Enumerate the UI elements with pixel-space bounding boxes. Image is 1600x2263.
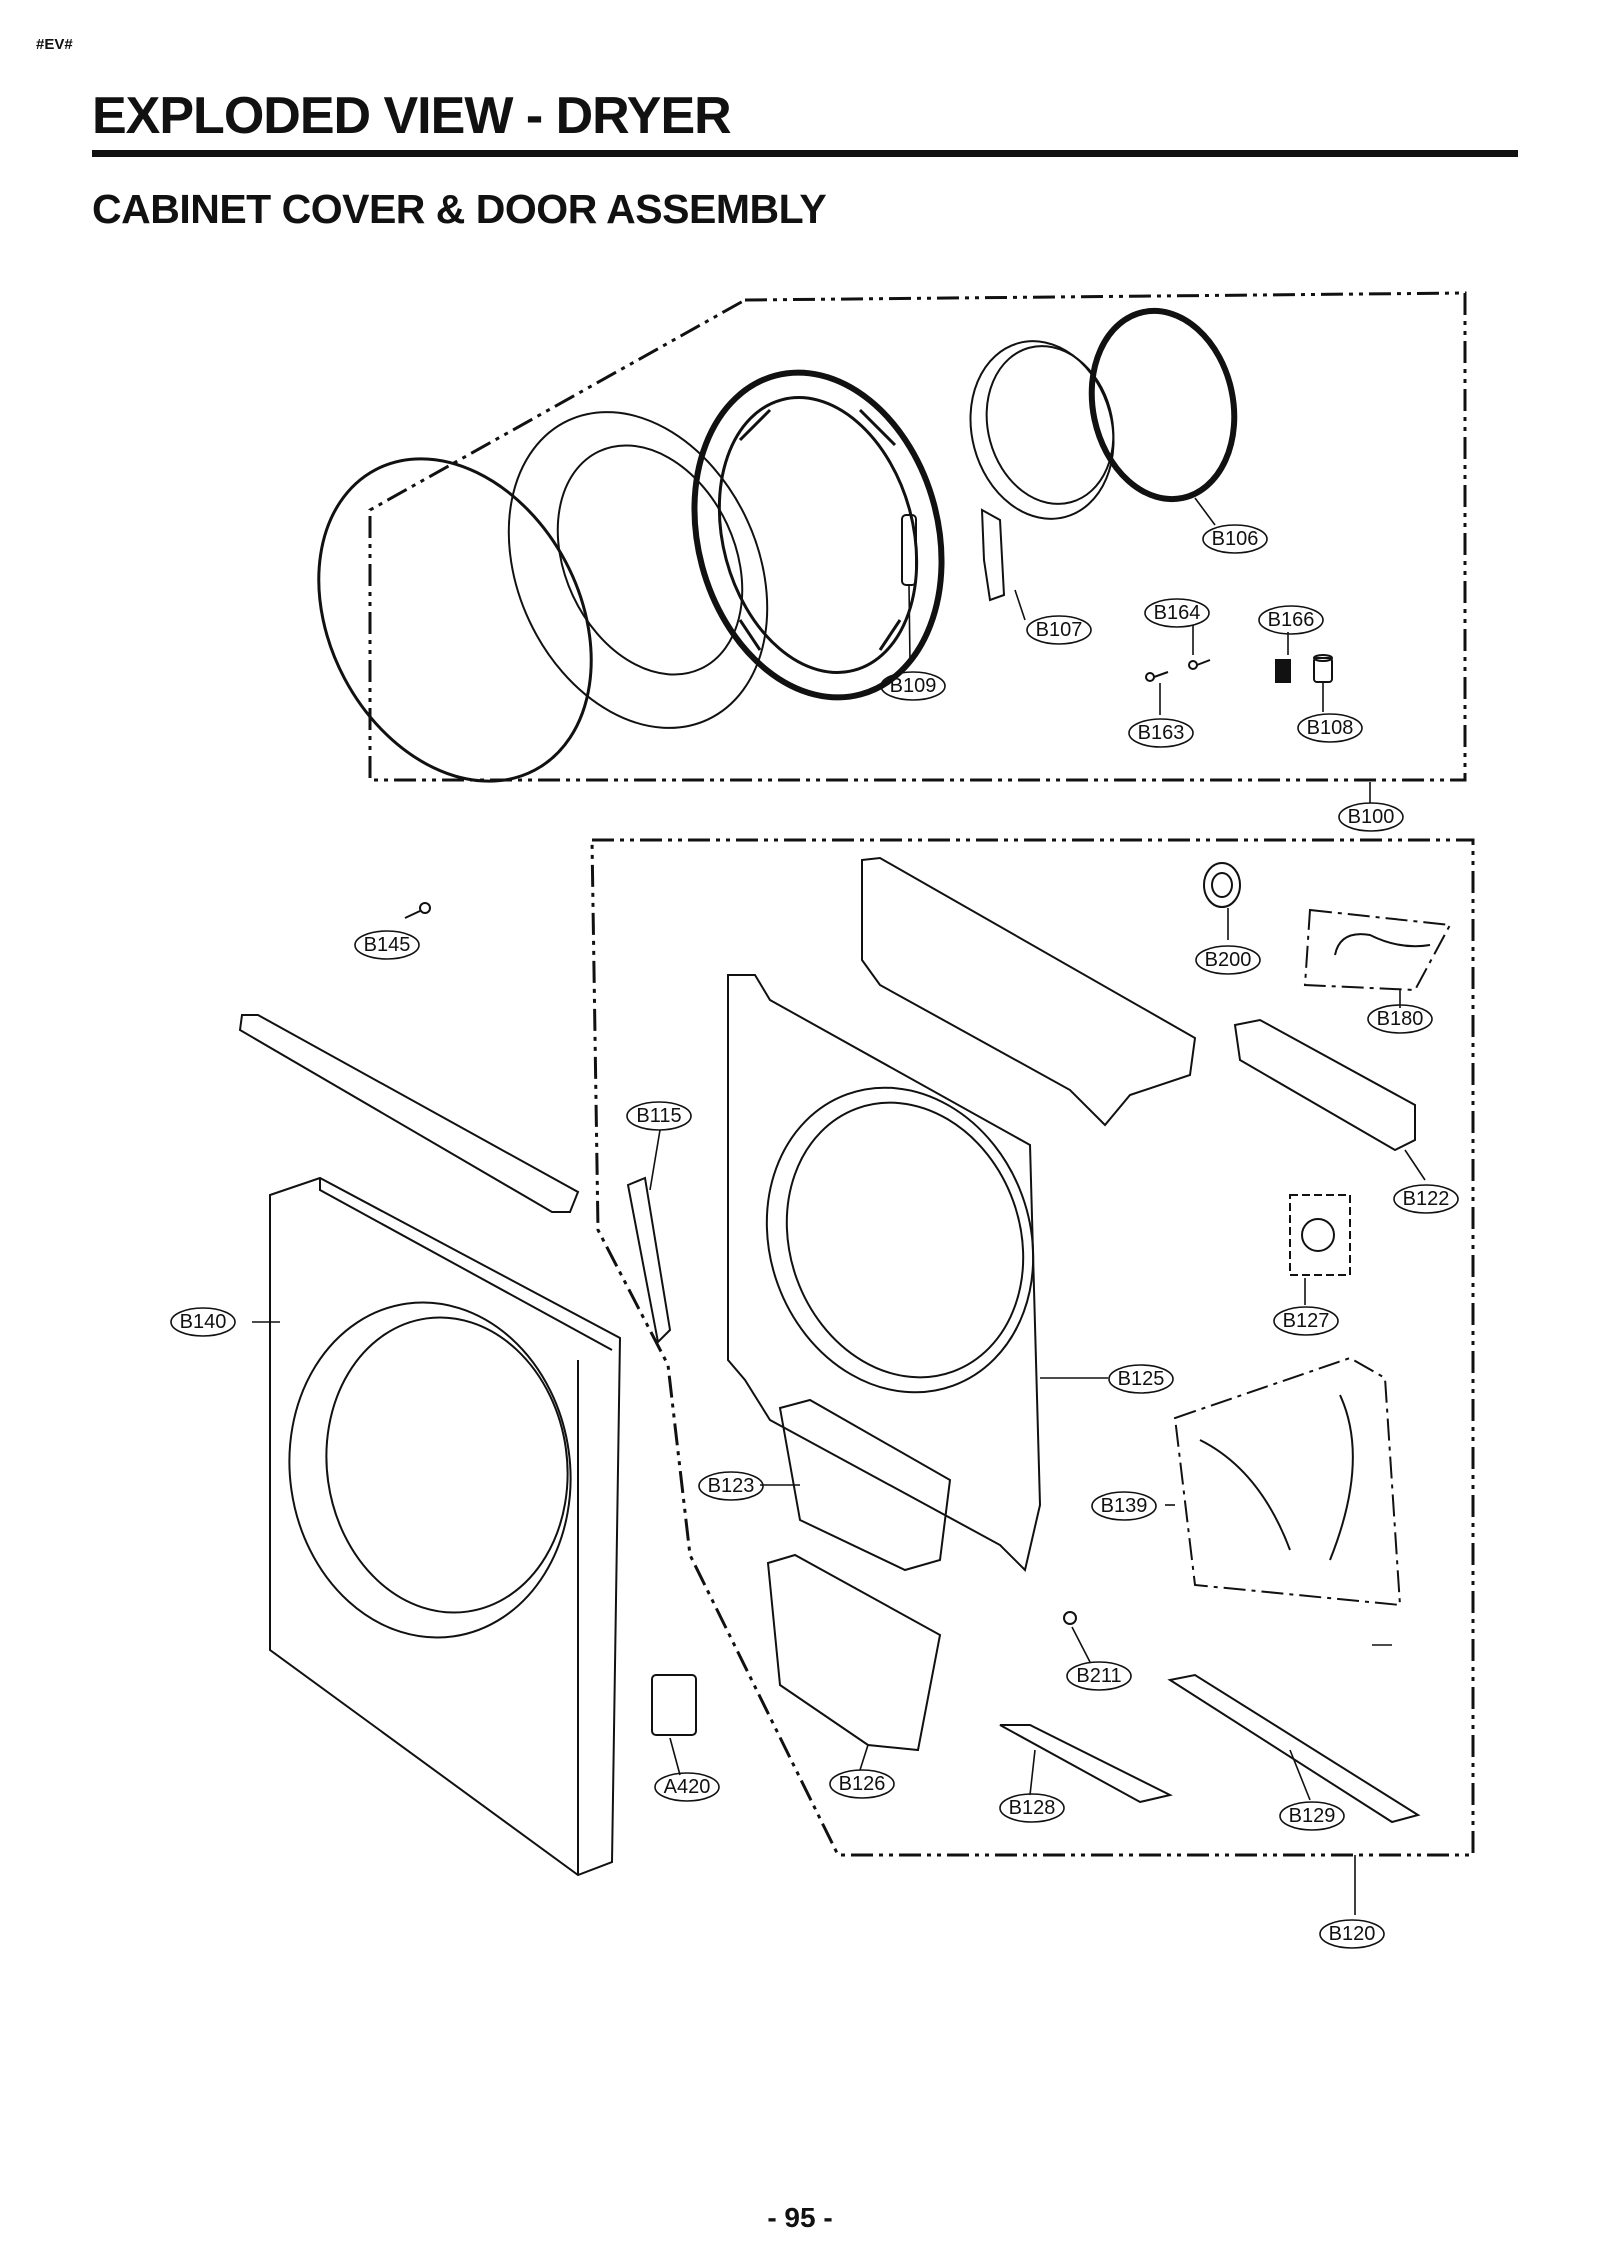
seal-b128 [999, 1724, 1173, 1804]
strip-b129 [1167, 1673, 1421, 1824]
callout-b164: B164 [1154, 602, 1201, 624]
callout-b211: B211 [1076, 1665, 1121, 1687]
screws-b163-b164 [1145, 659, 1211, 682]
door-assembly-boundary [368, 291, 1467, 782]
callout-b108: B108 [1307, 717, 1354, 739]
sensor-b127 [1289, 1194, 1351, 1276]
callout-b180: B180 [1377, 1008, 1424, 1030]
callout-b129: B129 [1289, 1805, 1336, 1827]
callout-b122: B122 [1403, 1188, 1450, 1210]
top-bracket [861, 856, 1197, 1127]
front-panel-b140 [269, 1176, 622, 1877]
filter-housing-b123 [778, 1398, 952, 1572]
door-glass-inner [969, 340, 1115, 520]
callout-b125: B125 [1118, 1368, 1165, 1390]
callout-b145: B145 [364, 934, 411, 956]
callout-b120: B120 [1329, 1923, 1376, 1945]
harness-b139 [1173, 1356, 1402, 1607]
document-tag: #EV# [36, 36, 73, 53]
callout-b128: B128 [1009, 1797, 1056, 1819]
door-glass-outer [317, 457, 593, 783]
callout-b107: B107 [1036, 619, 1083, 641]
hinge-cover-b115 [626, 1176, 672, 1345]
callout-b166: B166 [1268, 609, 1315, 631]
nut-b211 [1063, 1611, 1077, 1625]
door-gasket-b106 [1088, 307, 1238, 503]
leader-lines [252, 497, 1426, 1915]
callout-b115: B115 [636, 1105, 681, 1127]
filter-b126 [766, 1553, 942, 1752]
callout-b163: B163 [1138, 722, 1185, 744]
front-panel-assembly-boundary [590, 838, 1475, 1857]
door-frame-outer [507, 411, 769, 729]
magnet-b166 [1275, 659, 1291, 683]
hinge-bracket-b107 [980, 508, 1006, 602]
front-frame-b125 [727, 974, 1042, 1572]
harness-b180 [1303, 908, 1452, 992]
duct-b122 [1233, 1018, 1416, 1152]
callout-b126: B126 [839, 1773, 886, 1795]
screw-b145 [404, 902, 431, 919]
callout-ellipses [170, 524, 1459, 1949]
door-frame-inner [691, 369, 945, 701]
page-number: - 95 - [767, 2202, 833, 2233]
callout-labels: B106 B107 B109 B164 B166 B163 B108 B100 … [180, 528, 1450, 1945]
callout-b127: B127 [1283, 1310, 1330, 1332]
page-title: EXPLODED VIEW - DRYER [92, 87, 732, 145]
section-title: CABINET COVER & DOOR ASSEMBLY [92, 186, 827, 232]
callout-b140: B140 [180, 1311, 227, 1333]
callout-b123: B123 [708, 1475, 755, 1497]
door-lock-a420 [651, 1674, 697, 1736]
callout-b100: B100 [1348, 806, 1395, 828]
knob-b200 [1203, 862, 1241, 908]
cap-b108 [1313, 654, 1333, 683]
title-rule [92, 150, 1518, 157]
callout-b109: B109 [890, 675, 937, 697]
top-trim-strip [238, 1014, 580, 1213]
callout-b139: B139 [1101, 1495, 1148, 1517]
callout-a420: A420 [664, 1776, 711, 1798]
callout-b106: B106 [1212, 528, 1259, 550]
callout-b200: B200 [1205, 949, 1252, 971]
